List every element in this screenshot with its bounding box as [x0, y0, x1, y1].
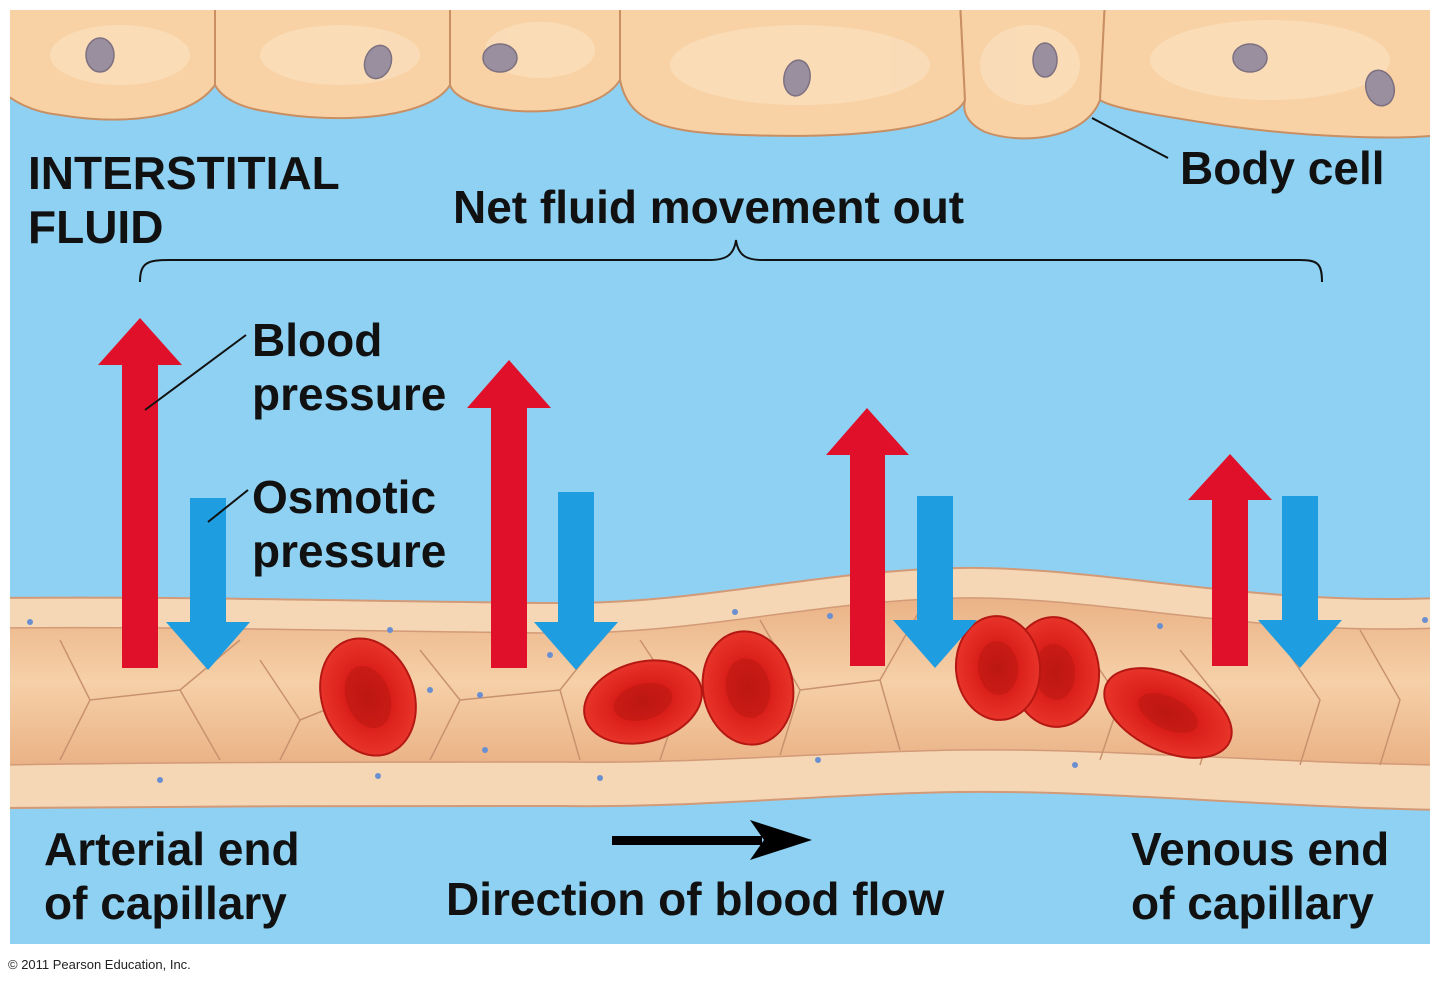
blood-pressure-label: Blood pressure — [252, 313, 446, 422]
osmotic-pressure-arrow — [534, 492, 618, 670]
body-cell-leader-line — [1091, 117, 1169, 159]
nucleus-set — [85, 37, 1396, 107]
blood-pressure-arrow — [467, 360, 551, 668]
blood-pressure-line2: pressure — [252, 368, 447, 421]
venous-line1: Venous end — [1131, 823, 1390, 875]
interstitial-fluid-label: INTERSTITIAL FLUID — [28, 146, 340, 255]
arterial-line2: of capillary — [44, 877, 287, 930]
red-blood-cell — [319, 637, 417, 757]
red-blood-cell — [1103, 667, 1233, 759]
body-cell-label: Body cell — [1180, 142, 1385, 194]
osmotic-pressure-line1: Osmotic — [252, 471, 437, 523]
blood-pressure-leader-line — [144, 334, 247, 411]
wall-pores — [27, 609, 1428, 783]
arterial-line1: Arterial end — [44, 823, 300, 875]
venous-end-label: Venous end of capillary — [1131, 822, 1389, 931]
blood-pressure-arrow — [98, 318, 182, 668]
body-cell-layer — [10, 10, 1430, 140]
leader-lines — [144, 117, 1169, 523]
osmotic-pressure-arrow — [1258, 496, 1342, 668]
red-blood-cell — [701, 630, 795, 746]
nucleus — [1032, 42, 1058, 78]
nucleus — [85, 37, 115, 73]
interstitial-line2: FLUID — [28, 201, 164, 254]
osmotic-pressure-label: Osmotic pressure — [252, 470, 446, 579]
osmotic-pressure-leader-line — [207, 489, 249, 523]
nucleus — [482, 43, 518, 73]
direction-of-flow-label: Direction of blood flow — [446, 873, 945, 925]
osmotic-pressure-line2: pressure — [252, 525, 447, 578]
nucleus — [783, 59, 811, 97]
blood-flow-arrow — [612, 820, 812, 860]
nucleus — [1364, 69, 1396, 107]
nucleus — [1232, 43, 1268, 73]
blood-pressure-arrow — [826, 408, 909, 666]
venous-line2: of capillary — [1131, 877, 1374, 930]
arterial-end-label: Arterial end of capillary — [44, 822, 300, 931]
nucleus — [363, 44, 393, 80]
blood-pressure-arrow — [1188, 454, 1272, 666]
interstitial-line1: INTERSTITIAL — [28, 147, 340, 199]
net-fluid-label: Net fluid movement out — [453, 181, 965, 233]
osmotic-pressure-arrows — [166, 492, 1342, 670]
blood-pressure-arrows — [98, 318, 1272, 668]
red-blood-cell — [954, 615, 1042, 721]
osmotic-pressure-arrow — [166, 498, 250, 670]
copyright-notice: © 2011 Pearson Education, Inc. — [8, 957, 191, 972]
osmotic-pressure-arrow — [893, 496, 977, 668]
red-blood-cells — [319, 615, 1233, 759]
red-blood-cell — [583, 659, 703, 745]
blood-pressure-line1: Blood — [252, 314, 383, 366]
net-fluid-brace — [139, 239, 1323, 283]
